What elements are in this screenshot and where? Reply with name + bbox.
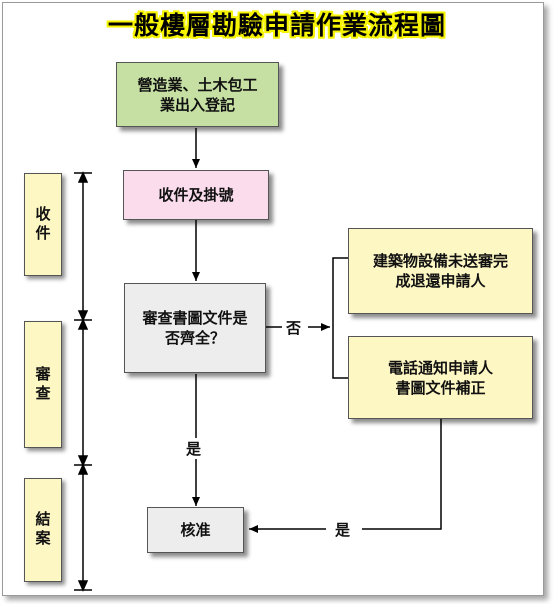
bracket-no-branch bbox=[332, 257, 348, 379]
phase-close-label: 結案 bbox=[33, 511, 52, 549]
diagram-title: 一般樓層勘驗申請作業流程圖 bbox=[107, 11, 446, 40]
label-no: 否 bbox=[284, 317, 304, 338]
phase-receive: 收件 bbox=[24, 173, 62, 276]
approve-node: 核准 bbox=[147, 507, 244, 553]
label-yes-back: 是 bbox=[333, 519, 353, 540]
start-node: 營造業、土木包工 業出入登記 bbox=[116, 62, 279, 127]
phase-review-label: 審查 bbox=[33, 365, 52, 404]
notify-node: 電話通知申請人 書圖文件補正 bbox=[348, 336, 533, 419]
return-node: 建築物設備未送審完 成退還申請人 bbox=[348, 228, 533, 314]
arrow-notify-to-approve bbox=[362, 418, 442, 530]
review-decision: 審查書圖文件是 否齊全？ bbox=[124, 283, 266, 373]
label-yes-down: 是 bbox=[184, 438, 204, 459]
phase-receive-label: 收件 bbox=[33, 205, 52, 244]
phase-review: 審查 bbox=[24, 321, 62, 448]
phase-close: 結案 bbox=[24, 478, 62, 582]
receive-node: 收件及掛號 bbox=[123, 170, 269, 220]
phase-timeline bbox=[74, 171, 92, 592]
